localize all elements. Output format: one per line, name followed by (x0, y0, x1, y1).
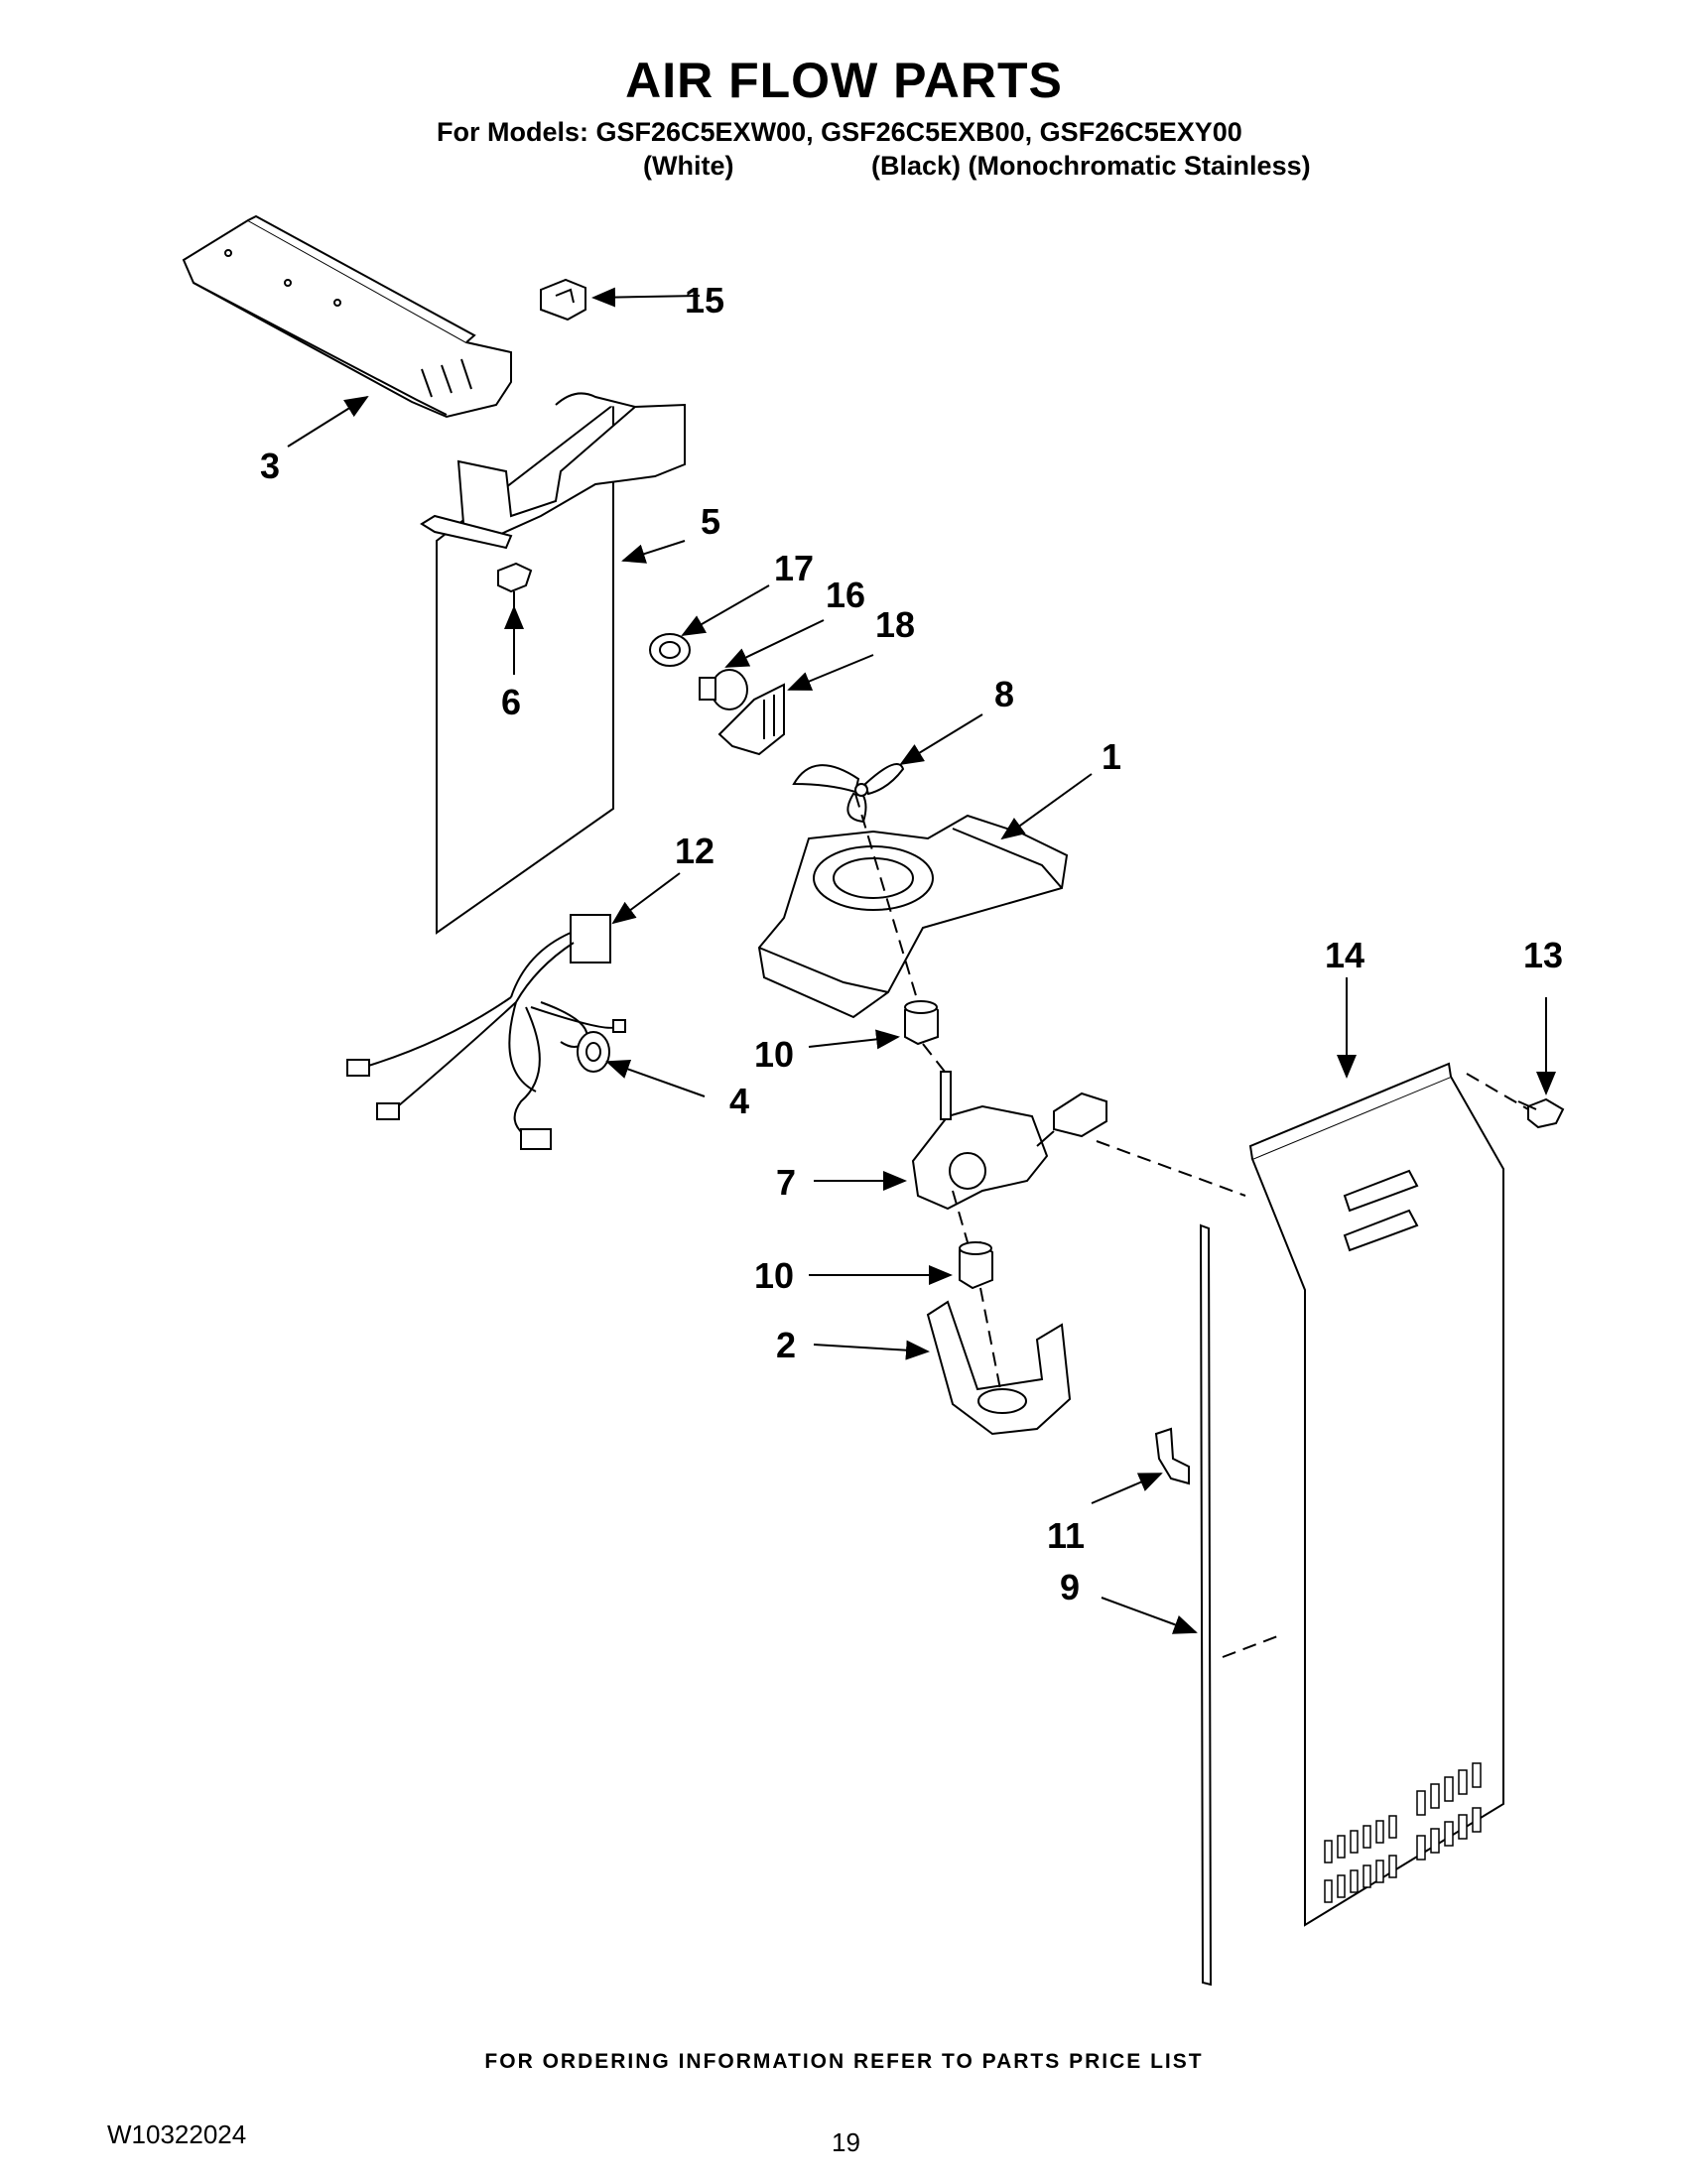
part-13-screw (1517, 1097, 1565, 1129)
callout-17: 17 (774, 548, 814, 588)
callout-16: 16 (826, 575, 865, 615)
part-10-grommet-lower (959, 1240, 993, 1290)
callout-7: 7 (776, 1162, 796, 1203)
part-3-air-duct-tray (182, 214, 512, 419)
part-15-clip (540, 278, 586, 321)
part-6-screw (497, 562, 533, 607)
callout-11: 11 (1047, 1515, 1085, 1556)
part-2-motor-bracket (926, 1300, 1072, 1436)
variant-black-stainless: (Black) (Monochromatic Stainless) (871, 151, 1311, 181)
callout-15: 15 (685, 280, 724, 321)
callout-13: 13 (1523, 935, 1563, 975)
part-1-fan-shroud (757, 814, 1069, 1019)
callout-10-lower: 10 (754, 1255, 794, 1296)
callout-18: 18 (875, 604, 915, 645)
callout-6: 6 (501, 682, 521, 722)
part-17-lamp-socket (649, 633, 691, 667)
callout-10-upper: 10 (754, 1034, 794, 1075)
callout-5: 5 (701, 501, 720, 542)
part-16-light-bulb (699, 669, 748, 710)
callout-8: 8 (994, 674, 1014, 714)
callout-9: 9 (1060, 1567, 1080, 1607)
page-title: AIR FLOW PARTS (625, 53, 1063, 108)
part-11-clip (1154, 1427, 1190, 1485)
page-number: 19 (832, 2127, 860, 2157)
leader-arrows (287, 287, 1556, 1634)
variant-white: (White) (643, 151, 734, 181)
part-12-wire-harness (346, 914, 626, 1150)
callout-3: 3 (260, 446, 280, 486)
assembly-dashed-lines (854, 793, 1529, 1658)
part-5-evaporator-cover (420, 392, 686, 935)
part-14-rear-cover (1248, 1062, 1504, 1927)
callout-1: 1 (1102, 736, 1121, 777)
callout-12: 12 (675, 831, 714, 871)
part-7-fan-motor (911, 1071, 1107, 1211)
callout-14: 14 (1325, 935, 1364, 975)
document-number: W10322024 (107, 2120, 247, 2149)
models-line: For Models: GSF26C5EXW00, GSF26C5EXB00, … (437, 117, 1242, 147)
callout-4: 4 (729, 1081, 749, 1121)
ordering-note: FOR ORDERING INFORMATION REFER TO PARTS … (484, 2050, 1204, 2073)
callout-2: 2 (776, 1325, 796, 1365)
part-4-harness-grommet (577, 1031, 610, 1073)
part-10-grommet-upper (904, 1000, 939, 1046)
callout-numbers: 15 3 5 6 17 16 18 8 1 12 4 10 7 10 2 11 … (260, 280, 1563, 1607)
part-9-gasket-strip (1199, 1223, 1213, 1987)
part-8-fan-blade (792, 763, 905, 824)
part-18-lamp-shield (717, 683, 785, 756)
